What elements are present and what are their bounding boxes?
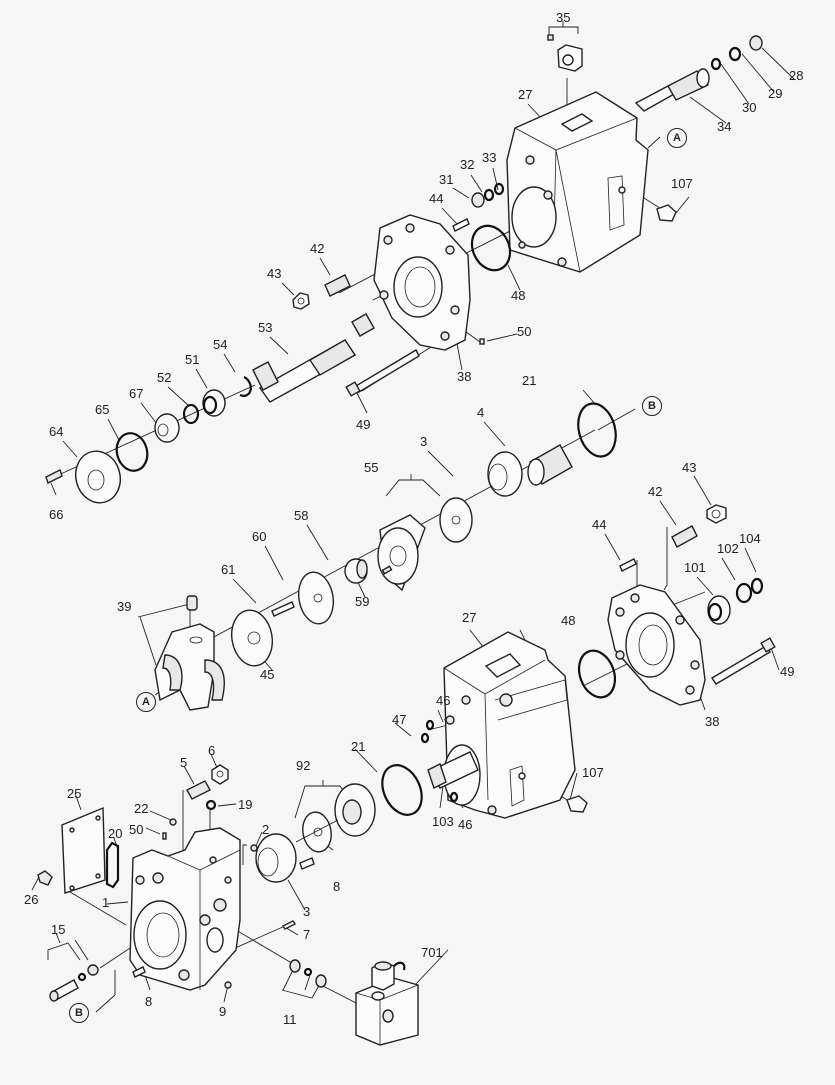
callout-2: 2 <box>262 822 270 837</box>
callout-15: 15 <box>51 922 66 937</box>
callout-44: 44 <box>429 191 444 206</box>
callout-8b: 8 <box>145 994 153 1009</box>
callout-11: 11 <box>283 1012 297 1027</box>
callout-103: 103 <box>432 814 454 829</box>
callout-59: 59 <box>355 594 370 609</box>
reference-marker-a-mate: A <box>136 692 156 712</box>
callout-46b: 46 <box>458 817 473 832</box>
callout-44b: 44 <box>592 517 607 532</box>
callout-52: 52 <box>157 370 172 385</box>
callout-65: 65 <box>95 402 110 417</box>
callout-27b: 27 <box>462 610 477 625</box>
callout-9: 9 <box>219 1004 227 1019</box>
callout-29: 29 <box>768 86 783 101</box>
callout-27: 27 <box>518 87 533 102</box>
callout-1: 1 <box>102 895 110 910</box>
callout-67: 67 <box>129 386 144 401</box>
callout-45: 45 <box>260 667 275 682</box>
callout-48: 48 <box>511 288 526 303</box>
callout-58: 58 <box>294 508 309 523</box>
callout-43b: 43 <box>682 460 697 475</box>
callout-53: 53 <box>258 320 273 335</box>
callout-39: 39 <box>117 599 132 614</box>
callout-104: 104 <box>739 531 761 546</box>
callout-42b: 42 <box>648 484 663 499</box>
callout-46: 46 <box>436 693 451 708</box>
callout-38b: 38 <box>705 714 720 729</box>
callout-22: 22 <box>134 801 149 816</box>
callout-107b: 107 <box>582 765 604 780</box>
callout-64: 64 <box>49 424 64 439</box>
callout-92: 92 <box>296 758 311 773</box>
callout-701: 701 <box>421 945 443 960</box>
callout-38: 38 <box>457 369 472 384</box>
callout-20: 20 <box>108 826 123 841</box>
callout-60: 60 <box>252 529 267 544</box>
callout-6: 6 <box>208 743 216 758</box>
callout-21: 21 <box>522 373 537 388</box>
callout-51: 51 <box>185 352 200 367</box>
reference-marker-b: B <box>642 396 662 416</box>
callout-34: 34 <box>717 119 732 134</box>
callout-54: 54 <box>213 337 228 352</box>
callout-55: 55 <box>364 460 379 475</box>
callout-3: 3 <box>420 434 428 449</box>
callout-48b: 48 <box>561 613 576 628</box>
callout-30: 30 <box>742 100 757 115</box>
callout-47: 47 <box>392 712 407 727</box>
callout-49: 49 <box>356 417 371 432</box>
callout-61: 61 <box>221 562 236 577</box>
callout-31: 31 <box>439 172 454 187</box>
callout-107: 107 <box>671 176 693 191</box>
callout-19: 19 <box>238 797 253 812</box>
callout-32: 32 <box>460 157 475 172</box>
callout-4: 4 <box>477 405 485 420</box>
callout-50: 50 <box>517 324 532 339</box>
callout-42: 42 <box>310 241 325 256</box>
callout-101: 101 <box>684 560 706 575</box>
callout-102: 102 <box>717 541 739 556</box>
callout-33: 33 <box>482 150 497 165</box>
callout-66: 66 <box>49 507 64 522</box>
callout-43: 43 <box>267 266 282 281</box>
callout-50b: 50 <box>129 822 144 837</box>
callout-25: 25 <box>67 786 82 801</box>
callout-8: 8 <box>333 879 341 894</box>
callout-5: 5 <box>180 755 188 770</box>
callout-49b: 49 <box>780 664 795 679</box>
reference-marker-a: A <box>667 128 687 148</box>
callout-28: 28 <box>789 68 804 83</box>
callout-3b: 3 <box>303 904 311 919</box>
callout-26: 26 <box>24 892 39 907</box>
callout-7: 7 <box>303 927 311 942</box>
callout-21b: 21 <box>351 739 366 754</box>
callout-35: 35 <box>556 10 571 25</box>
reference-marker-b-mate: B <box>69 1003 89 1023</box>
